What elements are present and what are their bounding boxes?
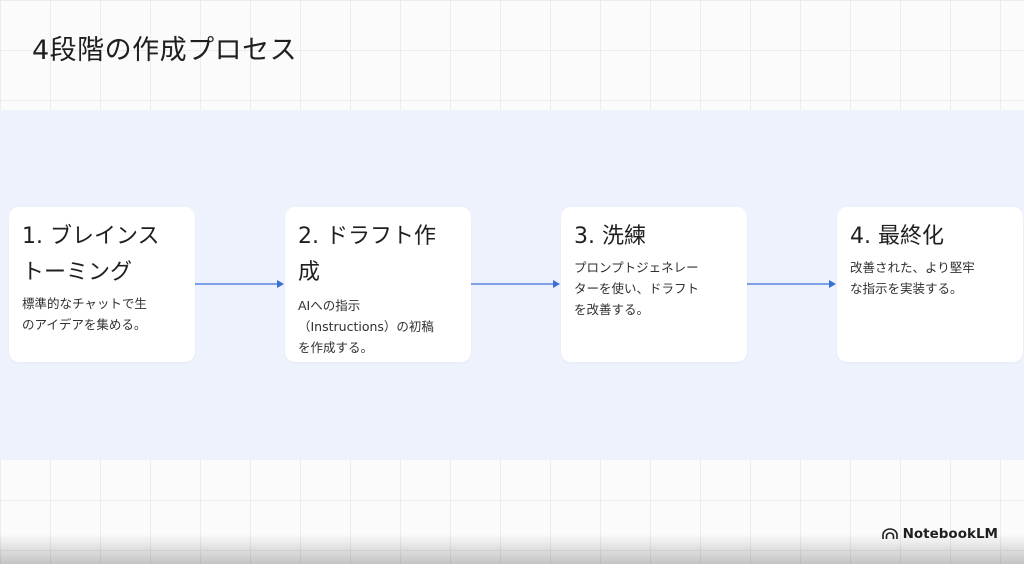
step-title-line: 1. ブレインス xyxy=(22,224,160,249)
step-title-line: トーミング xyxy=(22,260,133,285)
step-card-4: 4. 最終化 改善された、より堅牢 な指示を実装する。 xyxy=(837,207,1023,362)
step-title: 2. ドラフト作 成 xyxy=(298,219,458,291)
notebooklm-icon xyxy=(881,528,898,539)
step-title: 1. ブレインス トーミング xyxy=(22,219,182,291)
slide-title: 4段階の作成プロセス xyxy=(32,35,298,66)
step-desc-line: を作成する。 xyxy=(298,340,374,355)
brand-watermark: NotebookLM xyxy=(881,526,998,542)
step-desc-line: （Instructions）の初稿 xyxy=(298,319,434,334)
step-card-1: 1. ブレインス トーミング 標準的なチャットで生 のアイデアを集める。 xyxy=(9,207,195,362)
step-desc-line: AIへの指示 xyxy=(298,298,361,313)
step-desc-line: プロンプトジェネレー xyxy=(574,260,699,275)
step-title: 3. 洗練 xyxy=(574,219,734,255)
step-desc-line: を改善する。 xyxy=(574,302,650,317)
step-title-line: 3. 洗練 xyxy=(574,224,646,249)
step-card-3: 3. 洗練 プロンプトジェネレー ターを使い、ドラフト を改善する。 xyxy=(561,207,747,362)
step-description: 改善された、より堅牢 な指示を実装する。 xyxy=(850,257,1010,299)
bottom-shadow xyxy=(0,534,1024,564)
step-title-line: 成 xyxy=(298,260,321,285)
step-description: 標準的なチャットで生 のアイデアを集める。 xyxy=(22,293,182,335)
step-desc-line: のアイデアを集める。 xyxy=(22,317,147,332)
step-title-line: 4. 最終化 xyxy=(850,224,944,249)
step-card-2: 2. ドラフト作 成 AIへの指示 （Instructions）の初稿 を作成す… xyxy=(285,207,471,362)
brand-label: NotebookLM xyxy=(902,526,998,542)
step-desc-line: 改善された、より堅牢 xyxy=(850,260,975,275)
step-desc-line: 標準的なチャットで生 xyxy=(22,296,147,311)
step-desc-line: ターを使い、ドラフト xyxy=(574,281,700,296)
step-desc-line: な指示を実装する。 xyxy=(850,281,963,296)
step-description: AIへの指示 （Instructions）の初稿 を作成する。 xyxy=(298,295,458,358)
step-title: 4. 最終化 xyxy=(850,219,1010,255)
step-description: プロンプトジェネレー ターを使い、ドラフト を改善する。 xyxy=(574,257,734,320)
arrow-right-icon xyxy=(747,280,836,288)
arrow-right-icon xyxy=(195,280,284,288)
step-title-line: 2. ドラフト作 xyxy=(298,224,436,249)
arrow-right-icon xyxy=(471,280,560,288)
